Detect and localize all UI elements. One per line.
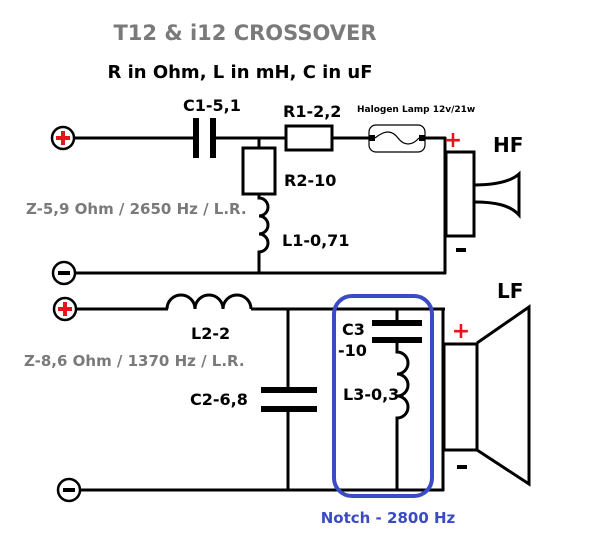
hf-tweeter-icon <box>444 150 521 238</box>
capacitor-c2-icon <box>261 387 317 393</box>
lf-plus-label: + <box>452 319 470 344</box>
hf-speaker-label: HF <box>493 133 523 157</box>
hf-section: C1-5,1 R1-2,2 Halogen Lamp 12v/21w R2-10… <box>26 96 523 286</box>
capacitor-c3-plate <box>372 337 422 343</box>
lf-impedance-note: Z-8,6 Ohm / 1370 Hz / L.R. <box>24 352 245 370</box>
c1-label: C1-5,1 <box>183 96 241 115</box>
capacitor-c3-icon <box>372 320 422 326</box>
c2-label: C2-6,8 <box>190 390 248 409</box>
resistor-r2-icon <box>241 146 277 196</box>
capacitor-c2-plate <box>261 406 317 412</box>
lamp-label: Halogen Lamp 12v/21w <box>357 105 475 115</box>
l1-label: L1-0,71 <box>282 231 349 250</box>
lf-plus-terminal-icon <box>52 296 78 322</box>
lf-speaker-label: LF <box>497 279 523 303</box>
l2-label: L2-2 <box>191 324 230 343</box>
resistor-r1-icon <box>284 124 334 152</box>
notch-label: Notch - 2800 Hz <box>321 509 456 527</box>
r1-label: R1-2,2 <box>283 102 341 121</box>
hf-plus-terminal-icon <box>50 125 76 151</box>
r2-label: R2-10 <box>284 171 336 190</box>
inductor-l2-icon <box>165 293 253 310</box>
c3-value-label: -10 <box>338 341 367 360</box>
hf-minus-terminal-icon <box>51 260 77 286</box>
diagram-title: T12 & i12 CROSSOVER <box>113 21 376 45</box>
lf-section: L2-2 Z-8,6 Ohm / 1370 Hz / L.R. C2-6,8 C… <box>24 279 531 527</box>
lf-woofer-icon <box>442 304 531 487</box>
halogen-lamp-icon <box>368 124 426 153</box>
units-subtitle: R in Ohm, L in mH, C in uF <box>107 62 372 83</box>
lf-minus-label <box>457 465 467 469</box>
hf-impedance-note: Z-5,9 Ohm / 2650 Hz / L.R. <box>26 200 247 218</box>
inductor-l3-icon <box>395 343 410 490</box>
hf-minus-label <box>456 248 466 252</box>
notch-filter-highlight <box>332 294 434 498</box>
capacitor-c1-icon <box>193 118 216 158</box>
c3-label: C3 <box>342 320 365 339</box>
lf-minus-terminal-icon <box>56 477 82 503</box>
l3-label: L3-0,3 <box>343 385 399 404</box>
inductor-l1-icon <box>257 194 270 273</box>
hf-plus-label: + <box>444 128 462 153</box>
